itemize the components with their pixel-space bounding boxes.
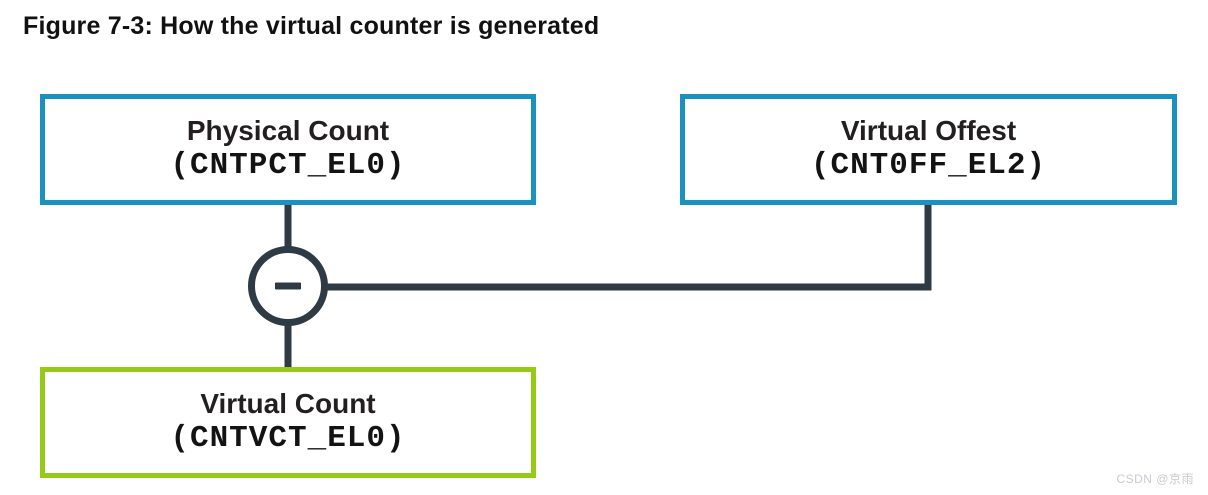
minus-icon — [275, 282, 301, 290]
connector-offset-to-subtract — [300, 202, 932, 291]
box-register: (CNTPCT_EL0) — [170, 148, 406, 184]
box-label: Physical Count — [186, 114, 390, 146]
box-register: (CNTVCT_EL0) — [170, 421, 406, 457]
figure-title: Figure 7-3: How the virtual counter is g… — [23, 12, 600, 40]
box-physical-count: Physical Count (CNTPCT_EL0) — [40, 94, 536, 205]
box-register: (CNT0FF_EL2) — [810, 148, 1047, 184]
box-virtual-count: Virtual Count (CNTVCT_EL0) — [40, 367, 536, 478]
box-label: Virtual Offest — [840, 114, 1017, 146]
box-virtual-offset: Virtual Offest (CNT0FF_EL2) — [680, 94, 1177, 205]
watermark: CSDN @京雨 — [1116, 472, 1194, 486]
box-label: Virtual Count — [200, 387, 376, 419]
